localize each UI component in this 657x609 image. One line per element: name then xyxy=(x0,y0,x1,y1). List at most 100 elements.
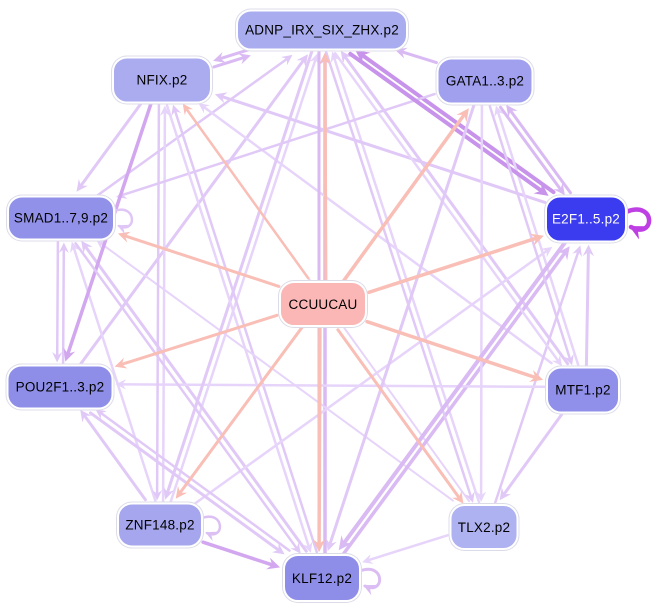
arrowhead-nfix-smad xyxy=(76,179,88,192)
arrowhead-klf-pou xyxy=(95,409,107,420)
edge-mtf-tlx xyxy=(502,411,565,497)
arrowhead-mtf-adnp xyxy=(340,50,353,64)
node-mtf[interactable]: MTF1.p2 xyxy=(546,366,620,414)
edge-smad-pou xyxy=(55,240,60,358)
edge-nfix-smad xyxy=(79,101,144,188)
edge-ccu-mtf xyxy=(365,319,538,380)
arrowhead-gata-e2f xyxy=(553,182,565,196)
arrowhead-adnp-tlx xyxy=(464,491,475,503)
arrowhead-nfix-adnp xyxy=(238,53,251,65)
edge-klf-nfix xyxy=(173,109,319,554)
node-label-pou: POU2F1..3.p2 xyxy=(15,379,105,395)
arrowhead-adnp-mtf xyxy=(551,354,563,367)
arrowhead-gata-klf xyxy=(325,538,337,552)
arrowhead-klf-nfix xyxy=(171,104,182,117)
arrowhead-e2f-nfix xyxy=(214,92,228,104)
arrowhead-adnp-znf xyxy=(163,486,175,500)
node-klf[interactable]: KLF12.p2 xyxy=(283,554,361,602)
arrowhead-smad-klf xyxy=(290,542,301,554)
arrowhead-smad-adnp xyxy=(281,54,293,66)
node-label-e2f: E2F1..5.p2 xyxy=(551,211,621,227)
arrowhead-klf-smad xyxy=(81,240,93,254)
edge-nfix-klf xyxy=(165,104,311,549)
arrowhead-znf-klf xyxy=(266,557,281,570)
arrowhead-tlx-adnp xyxy=(330,51,341,64)
self-loop-smad xyxy=(112,208,134,229)
arrowhead-adnp-nfix xyxy=(213,52,226,63)
edge-ccu-gata xyxy=(341,112,467,284)
edge-adnp-tlx xyxy=(324,51,473,499)
node-tlx[interactable]: TLX2.p2 xyxy=(449,504,519,550)
arrowhead-ccu-adnp xyxy=(319,52,331,65)
arrowhead-ccu-tlx xyxy=(452,491,464,504)
node-label-gata: GATA1..3.p2 xyxy=(445,73,525,89)
node-smad[interactable]: SMAD1..7,9.p2 xyxy=(7,195,115,241)
arrowhead-znf-nfix xyxy=(159,105,170,116)
arrowhead-pou-klf xyxy=(271,543,285,555)
arrowhead-znf-e2f xyxy=(540,246,553,258)
edge-tlx-adnp xyxy=(332,56,481,504)
arrowhead-mtf-nfix xyxy=(198,103,210,114)
arrowhead-nfix-klf xyxy=(302,541,313,553)
self-loop-e2f xyxy=(623,207,652,232)
edge-znf-klf xyxy=(201,540,275,567)
arrowhead-ccu-smad xyxy=(117,231,131,243)
arrowhead-ccu-znf xyxy=(175,486,188,499)
node-label-znf: ZNF148.p2 xyxy=(125,517,195,533)
self-loop-arrowhead-e2f xyxy=(629,226,646,240)
node-pou[interactable]: POU2F1..3.p2 xyxy=(6,364,114,410)
node-label-smad: SMAD1..7,9.p2 xyxy=(13,210,109,226)
node-nfix[interactable]: NFIX.p2 xyxy=(112,56,212,104)
arrowhead-nfix-pou xyxy=(63,347,76,362)
edge-mtf-e2f xyxy=(584,250,590,368)
node-label-tlx: TLX2.p2 xyxy=(457,519,511,535)
arrowhead-znf-smad xyxy=(70,241,80,254)
self-loop-arrowhead-znf xyxy=(205,531,217,542)
edge-nfix-znf xyxy=(155,103,161,496)
node-label-adnp: ADNP_IRX_SIX_ZHX.p2 xyxy=(245,22,399,38)
edge-gata-e2f xyxy=(499,105,563,192)
edge-znf-nfix xyxy=(161,110,167,503)
edge-gata-smad xyxy=(120,92,436,197)
arrowhead-pou-adnp xyxy=(296,54,308,67)
arrowhead-gata-mtf xyxy=(564,353,574,366)
arrowhead-pou-smad xyxy=(58,242,69,253)
arrowhead-tlx-e2f xyxy=(572,245,582,257)
arrowhead-smad-pou xyxy=(52,352,63,363)
edge-e2f-klf xyxy=(341,239,568,546)
self-loop-klf xyxy=(358,567,382,590)
node-label-ccu: CCUUCAU xyxy=(288,296,358,312)
node-adnp[interactable]: ADNP_IRX_SIX_ZHX.p2 xyxy=(236,9,408,51)
node-label-klf: KLF12.p2 xyxy=(291,570,353,586)
node-znf[interactable]: ZNF148.p2 xyxy=(117,502,203,548)
arrowhead-tlx-smad xyxy=(96,240,107,250)
arrowhead-ccu-e2f xyxy=(529,233,544,246)
node-gata[interactable]: GATA1..3.p2 xyxy=(436,57,534,105)
edge-adnp-znf xyxy=(165,49,314,495)
node-e2f[interactable]: E2F1..5.p2 xyxy=(545,195,627,243)
node-ccu[interactable]: CCUUCAU xyxy=(279,281,367,327)
arrowhead-klf-adnp xyxy=(318,52,332,66)
arrowhead-ccu-nfix xyxy=(182,103,193,116)
edge-ccu-smad xyxy=(123,234,281,288)
arrowhead-znf-pou xyxy=(80,409,92,423)
arrowhead-mtf-gata xyxy=(494,105,504,118)
edge-gata-tlx xyxy=(479,104,484,497)
arrowhead-ccu-klf xyxy=(312,539,326,552)
arrowhead-klf-e2f xyxy=(557,246,570,261)
arrowhead-ccu-gata xyxy=(456,108,469,123)
node-label-mtf: MTF1.p2 xyxy=(555,382,611,398)
edge-ccu-nfix xyxy=(185,107,310,280)
edge-mtf-nfix xyxy=(202,105,553,365)
arrowhead-nfix-znf xyxy=(152,490,163,501)
self-loop-znf xyxy=(200,515,222,536)
arrowhead-mtf-e2f xyxy=(582,244,594,257)
arrowhead-e2f-klf xyxy=(338,535,353,551)
edge-e2f-gata xyxy=(508,108,572,195)
arrowhead-e2f-adnp xyxy=(355,50,371,64)
edge-ccu-e2f xyxy=(367,236,539,295)
edge-ccu-znf xyxy=(178,324,305,495)
arrowhead-e2f-gata xyxy=(506,104,518,118)
arrowhead-gata-tlx xyxy=(476,491,487,502)
